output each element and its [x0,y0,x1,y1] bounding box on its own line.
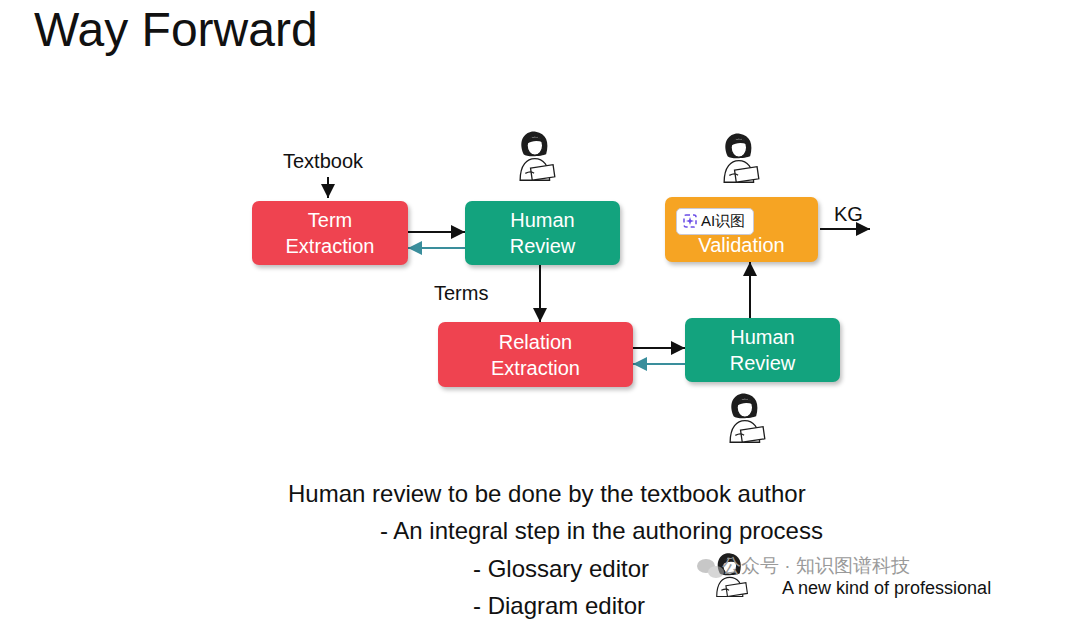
slide-title: Way Forward [34,2,318,57]
box-label: Relation Extraction [476,329,596,381]
wechat-icon [697,559,724,578]
watermark: 公众号 · 知识图谱科技 [722,553,910,579]
note-text: - Diagram editor [473,592,645,620]
process-box: Term Extraction [252,201,408,265]
output-arrow [820,228,870,230]
review-box: Human Review [685,318,840,382]
input-label: Textbook [283,150,363,173]
flow-arrow [749,262,751,318]
box-label: Human Review [707,324,819,376]
flow-arrow [408,247,465,249]
box-label: Human Review [487,207,599,259]
reviewer-figure [520,132,555,181]
process-box: Relation Extraction [438,322,633,387]
note-text: - Glossary editor [473,555,649,583]
reviewer-figure [730,394,765,443]
output-label: KG [834,203,863,226]
callout-text: A new kind of professional [782,578,991,599]
note-text: - An integral step in the authoring proc… [380,517,823,545]
review-box: Human Review [465,201,620,265]
input-arrow [327,177,329,198]
badge-icon [683,214,697,228]
flow-arrow [633,347,685,349]
ai-badge: AI识图 [676,208,754,235]
flow-arrow [408,231,465,233]
note-text: Human review to be done by the textbook … [288,480,806,508]
flow-arrow [633,363,685,365]
box-label: Term Extraction [274,207,386,259]
reviewer-figure [724,134,759,183]
box-label: Validation [698,232,784,258]
edge-label: Terms [434,282,488,305]
flow-arrow [539,265,541,322]
